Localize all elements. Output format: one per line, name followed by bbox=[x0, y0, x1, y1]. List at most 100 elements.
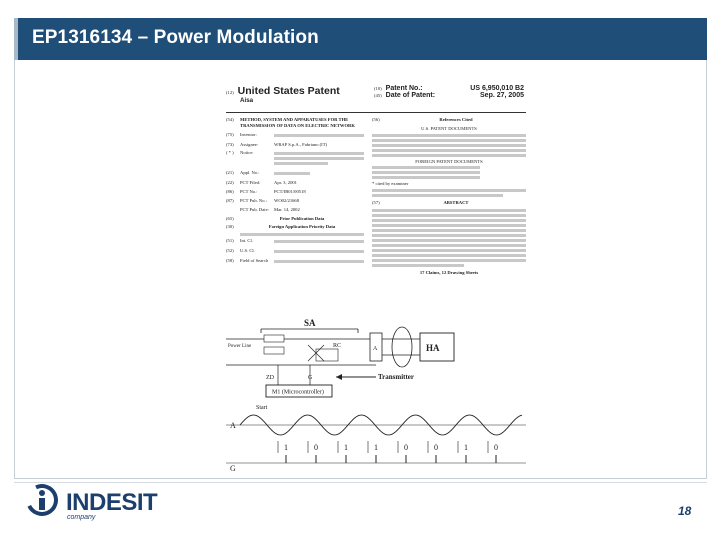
foreign-priority-label: Foreign Application Priority Data bbox=[268, 224, 336, 230]
sa-bracket bbox=[260, 328, 359, 333]
appl-no-label: Appl. No.: bbox=[240, 170, 260, 176]
inid-code: (75) bbox=[226, 131, 234, 137]
label-rc: RC bbox=[333, 343, 341, 349]
component-box bbox=[263, 334, 285, 343]
inid-code: (65) bbox=[226, 215, 234, 221]
field-of-search-label: Field of Search bbox=[240, 258, 269, 264]
illegible-text bbox=[372, 263, 465, 267]
pct-no: PCT/IB01/00518 bbox=[274, 189, 306, 195]
power-line-wires bbox=[226, 338, 376, 366]
notice-label: Notice: bbox=[240, 150, 254, 156]
patent-header-right: (10) Patent No.: US 6,950,010 B2 (45) Da… bbox=[374, 85, 524, 99]
ha-box bbox=[419, 332, 455, 362]
patent-date-label: Date of Patent: bbox=[385, 92, 436, 99]
illegible-text bbox=[372, 233, 526, 237]
pct-no-label: PCT No.: bbox=[240, 189, 258, 195]
patent-date: Sep. 27, 2005 bbox=[480, 92, 524, 99]
illegible-text bbox=[372, 138, 526, 142]
bit-label: 1 bbox=[374, 443, 378, 452]
control-wires bbox=[277, 365, 311, 385]
bit-label: 1 bbox=[464, 443, 468, 452]
illegible-text bbox=[274, 250, 364, 254]
meter-box bbox=[369, 332, 383, 362]
rc-block bbox=[315, 348, 339, 362]
bit-label: 1 bbox=[284, 443, 288, 452]
abstract-label: ABSTRACT bbox=[443, 200, 469, 206]
foreign-patent-documents-label: FOREIGN PATENT DOCUMENTS bbox=[415, 158, 483, 164]
header-rule bbox=[226, 112, 526, 113]
illegible-text bbox=[372, 133, 526, 137]
inid-code: (22) bbox=[226, 180, 234, 186]
slide-title: EP1316134 – Power Modulation bbox=[32, 27, 319, 48]
illegible-text bbox=[372, 218, 526, 222]
illegible-text bbox=[274, 152, 364, 156]
logo-dot bbox=[39, 490, 45, 496]
patent-figure: SA Power Line RC A HA ZD G Transmitter M… bbox=[226, 318, 526, 473]
bit-label: 0 bbox=[404, 443, 408, 452]
current-loop bbox=[391, 326, 413, 368]
illegible-text bbox=[372, 213, 526, 217]
label-zd: ZD bbox=[266, 375, 275, 381]
bit-label: 0 bbox=[434, 443, 438, 452]
illegible-text bbox=[372, 243, 526, 247]
illegible-text bbox=[240, 233, 364, 237]
illegible-text bbox=[274, 157, 364, 161]
patent-document-image: (12) United States Patent Aisa (10) Pate… bbox=[226, 85, 526, 475]
label-wave-a: A bbox=[230, 421, 236, 430]
cited-by-examiner: * cited by examiner bbox=[372, 181, 409, 187]
transmitter-arrowhead bbox=[336, 374, 342, 380]
sine-waveform bbox=[239, 414, 523, 436]
us-patent-documents-label: U.S. PATENT DOCUMENTS bbox=[421, 125, 477, 131]
label-power-line: Power Line bbox=[228, 344, 252, 349]
patent-title: METHOD, SYSTEM AND APPARATUSES FOR THE T… bbox=[240, 117, 355, 128]
inid-code: (52) bbox=[226, 248, 234, 254]
illegible-text bbox=[372, 153, 526, 157]
pct-pub-no-label: PCT Pub. No.: bbox=[240, 197, 267, 203]
inid-code: (86) bbox=[226, 189, 234, 195]
patent-inventor-short: Aisa bbox=[240, 97, 254, 104]
content-frame bbox=[14, 60, 707, 479]
assignee-label: Assignee: bbox=[240, 141, 259, 147]
patent-right-column: (56)References Cited U.S. PATENT DOCUMEN… bbox=[372, 117, 526, 276]
patent-header-left: (12) United States Patent Aisa bbox=[226, 85, 361, 104]
illegible-text bbox=[372, 248, 526, 252]
pct-filed-label: PCT Filed: bbox=[240, 180, 261, 186]
logo-company: company bbox=[67, 514, 96, 521]
patent-number: US 6,950,010 B2 bbox=[470, 85, 524, 92]
illegible-text bbox=[372, 194, 503, 198]
us-cl-label: U.S. Cl. bbox=[240, 248, 255, 254]
inid-code: (73) bbox=[226, 141, 234, 147]
assignee: WRAP S.p.A., Fabriano (IT) bbox=[274, 141, 328, 147]
inid-code: (54) bbox=[226, 117, 234, 122]
inid-code: (58) bbox=[226, 258, 234, 264]
patent-office: United States Patent bbox=[237, 85, 340, 97]
illegible-text bbox=[372, 166, 480, 170]
microcontroller-box bbox=[265, 384, 333, 398]
inventor-label: Inventor: bbox=[240, 131, 257, 137]
inid-code: (45) bbox=[374, 93, 382, 98]
illegible-text bbox=[372, 253, 526, 257]
page-number: 18 bbox=[678, 504, 692, 518]
inid-code: (87) bbox=[226, 197, 234, 203]
illegible-text bbox=[274, 133, 364, 137]
illegible-text bbox=[274, 172, 310, 176]
logo-bar bbox=[39, 498, 45, 510]
patent-no-label: Patent No.: bbox=[385, 85, 423, 92]
pct-pub-date-label: PCT Pub. Date: bbox=[240, 206, 269, 212]
label-ha: HA bbox=[426, 343, 440, 353]
logo-wordmark: INDESIT bbox=[66, 489, 158, 516]
bit-label: 0 bbox=[314, 443, 318, 452]
label-transmitter: Transmitter bbox=[378, 373, 414, 381]
label-start: Start bbox=[256, 405, 268, 411]
illegible-text bbox=[372, 258, 526, 262]
ha-wires bbox=[382, 338, 420, 356]
label-m1: M1 (Microcontroller) bbox=[272, 389, 324, 396]
inid-code: (56) bbox=[372, 117, 380, 122]
footer-rule bbox=[14, 482, 707, 483]
inid-code: (51) bbox=[226, 238, 234, 244]
inid-code: (21) bbox=[226, 170, 234, 176]
bit-label: 0 bbox=[494, 443, 498, 452]
illegible-text bbox=[274, 162, 328, 166]
illegible-text bbox=[372, 143, 526, 147]
